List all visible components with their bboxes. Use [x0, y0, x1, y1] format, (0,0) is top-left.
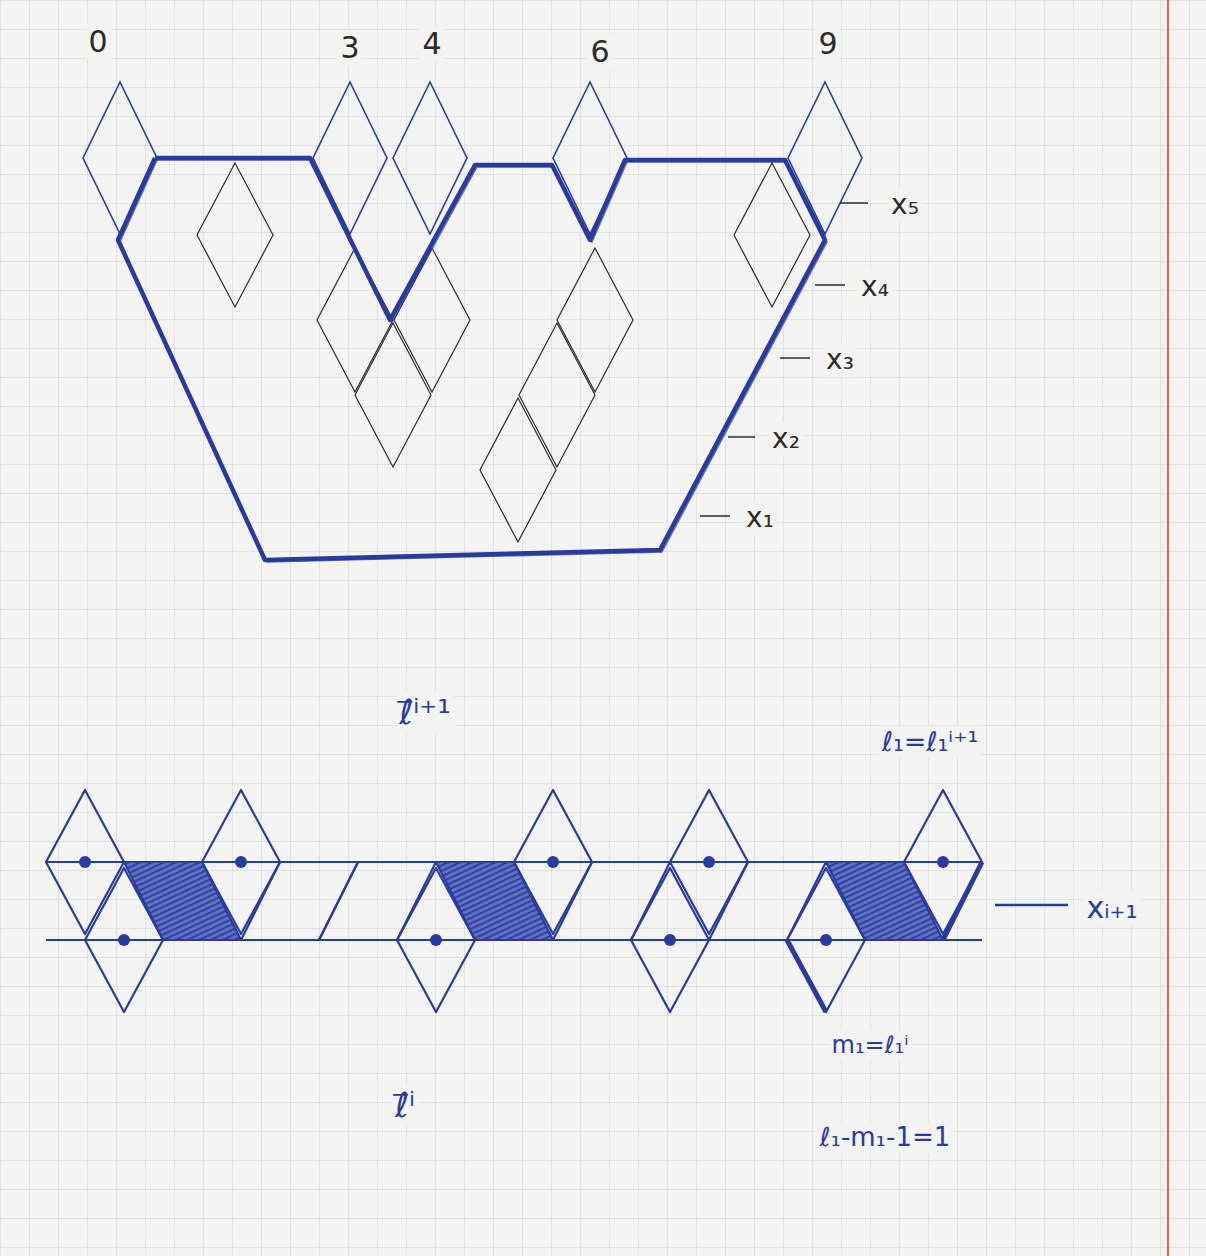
- lozenge: [83, 82, 157, 234]
- region-outline: [118, 158, 825, 560]
- margin-line: [1167, 0, 1169, 1256]
- top-tiling: [83, 82, 868, 562]
- level-label: x₃: [823, 343, 857, 377]
- lozenge: [394, 248, 470, 392]
- equation-label: ℓ₁=ℓ₁ⁱ⁺¹: [879, 726, 981, 758]
- lozenge: [197, 163, 273, 307]
- position-number: 6: [587, 34, 612, 70]
- region-outline: [120, 160, 827, 562]
- position-number: 9: [815, 26, 840, 62]
- position-number: 3: [337, 30, 362, 66]
- equation-label: m₁=ℓ₁ⁱ: [829, 1031, 912, 1060]
- level-label: x₂: [769, 422, 803, 456]
- leader-line: [700, 515, 730, 517]
- position-number: 0: [85, 24, 110, 60]
- leader-line: [728, 436, 755, 438]
- leader-line: [815, 284, 845, 286]
- level-label: x₁: [743, 501, 777, 535]
- vector-label: ℓ⃗ⁱ⁺¹: [396, 692, 454, 733]
- lozenge: [355, 323, 431, 467]
- strip-tiling: [46, 790, 1068, 1012]
- marked-edge: [787, 940, 826, 1012]
- lozenge: [393, 82, 467, 234]
- position-number: 4: [419, 26, 444, 62]
- equation-label: ℓ₁-m₁-1=1: [817, 1122, 954, 1153]
- lozenge: [557, 248, 633, 392]
- leader-line: [995, 904, 1068, 907]
- marked-edge: [943, 862, 982, 940]
- strip-line: [46, 939, 982, 941]
- lozenge: [519, 323, 595, 467]
- level-label: x₄: [858, 270, 892, 304]
- lozenge: [553, 82, 627, 234]
- vector-label: ℓ⃗ⁱ: [392, 1085, 418, 1126]
- strip-line: [46, 861, 982, 863]
- level-label: xᵢ₊₁: [1084, 890, 1141, 926]
- lozenge: [788, 82, 862, 234]
- lozenge: [313, 82, 387, 234]
- lozenge: [317, 248, 393, 392]
- lozenge: [480, 398, 556, 542]
- leader-line: [780, 357, 810, 359]
- level-label: x₅: [888, 188, 922, 222]
- leader-line: [840, 202, 868, 204]
